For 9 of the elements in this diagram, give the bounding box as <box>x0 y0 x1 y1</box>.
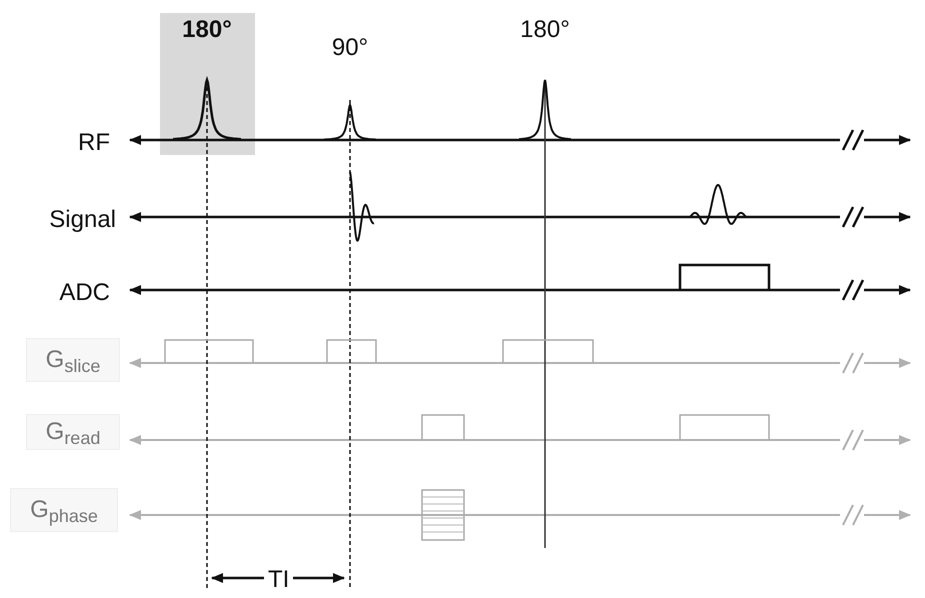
channel-label: G$_{slice}$ <box>26 338 120 382</box>
flip-angle-label: 180° <box>181 15 233 45</box>
flip-angle-label: 90° <box>330 33 370 63</box>
channel-label: G$_{phase}$ <box>10 488 118 532</box>
flip-angle-label: 180° <box>519 15 571 45</box>
channel-label: RF <box>77 128 110 158</box>
channel-label: G$_{read}$ <box>26 414 120 450</box>
channel-label: Signal <box>48 205 116 235</box>
channel-label: ADC <box>58 278 110 308</box>
